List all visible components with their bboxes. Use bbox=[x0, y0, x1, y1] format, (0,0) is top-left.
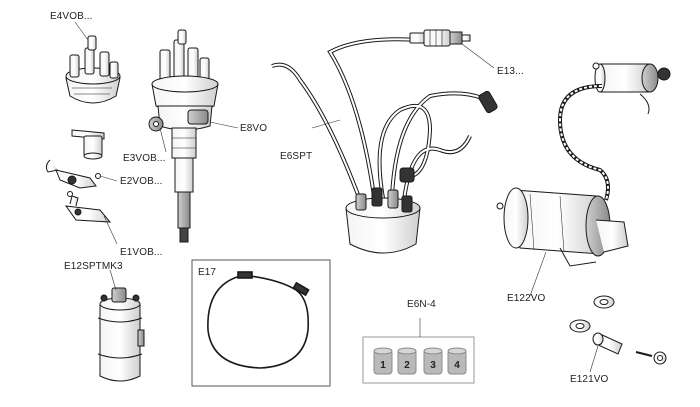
distributor-drawing[interactable] bbox=[148, 29, 219, 243]
part-label-e8vo[interactable]: E8VO bbox=[240, 123, 268, 134]
base-plate-drawing[interactable] bbox=[64, 191, 112, 223]
part-label-e3vob[interactable]: E3VOB... bbox=[123, 153, 166, 164]
coil-lead-drawing[interactable] bbox=[207, 271, 310, 369]
ht-lead-set-drawing[interactable] bbox=[271, 37, 483, 205]
part-label-e1vob[interactable]: E1VOB... bbox=[120, 247, 163, 258]
part-label-e6spt[interactable]: E6SPT bbox=[280, 151, 313, 162]
marker-cap bbox=[447, 347, 467, 375]
marker-caps-group[interactable]: 1 2 3 4 bbox=[373, 347, 467, 375]
distributor-cap-drawing[interactable] bbox=[65, 35, 121, 104]
e17-box bbox=[191, 259, 331, 387]
rotor-arm-drawing[interactable] bbox=[71, 129, 105, 160]
ignition-coil-drawing[interactable] bbox=[97, 287, 145, 382]
e6n4-box bbox=[362, 336, 475, 384]
contact-breaker-drawing[interactable] bbox=[45, 159, 101, 189]
starter-motor-drawing[interactable] bbox=[496, 187, 629, 267]
part-label-e121vo[interactable]: E121VO bbox=[570, 374, 609, 385]
marker-cap-number: 1 bbox=[380, 360, 386, 371]
marker-cap bbox=[397, 347, 417, 375]
part-label-e122vo[interactable]: E122VO bbox=[507, 293, 546, 304]
part-label-e4vob[interactable]: E4VOB... bbox=[50, 11, 93, 22]
part-label-e6n4[interactable]: E6N-4 bbox=[407, 299, 436, 310]
marker-cap bbox=[423, 347, 443, 375]
ignition-switch-drawing[interactable] bbox=[569, 295, 667, 365]
part-label-e13[interactable]: E13... bbox=[497, 66, 524, 77]
marker-cap-number: 3 bbox=[430, 360, 436, 371]
spark-plug-drawing[interactable] bbox=[409, 29, 471, 47]
marker-cap-number: 4 bbox=[454, 360, 460, 371]
marker-cap bbox=[373, 347, 393, 375]
part-label-e2vob[interactable]: E2VOB... bbox=[120, 176, 163, 187]
part-label-e12sptmk3[interactable]: E12SPTMK3 bbox=[64, 261, 123, 272]
part-label-e17[interactable]: E17 bbox=[198, 267, 217, 278]
starter-solenoid-drawing[interactable] bbox=[592, 62, 671, 115]
distributor-cap-with-leads bbox=[345, 90, 498, 254]
marker-cap-number: 2 bbox=[404, 360, 410, 371]
